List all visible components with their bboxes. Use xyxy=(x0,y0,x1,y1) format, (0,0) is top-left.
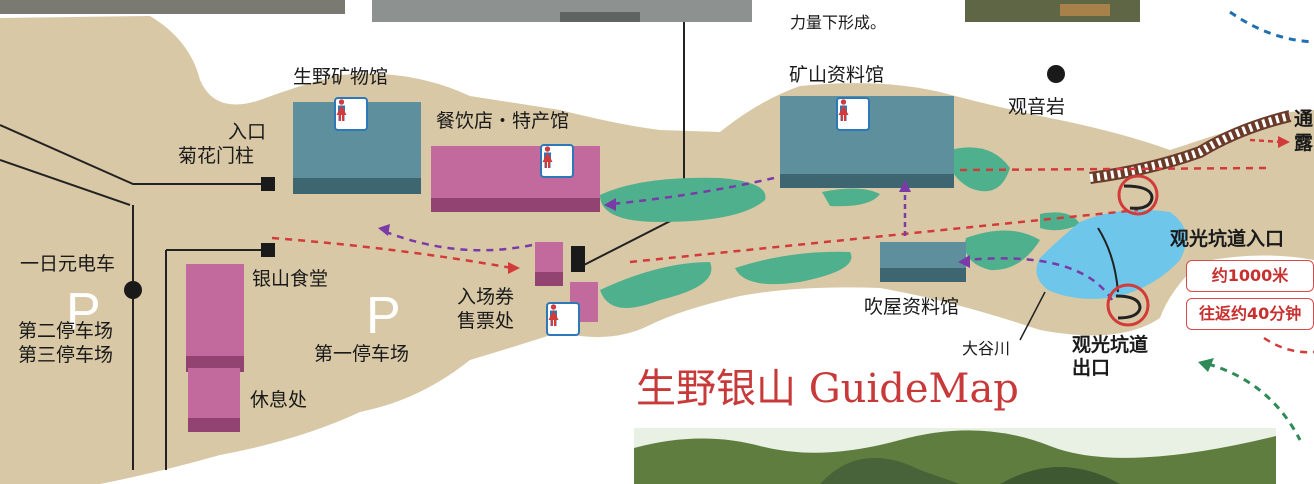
caption-fragment: 力量下形成。 xyxy=(790,13,887,32)
label-tunnel-exit-line1: 观光坑道 xyxy=(1072,334,1149,356)
toilet-icon xyxy=(334,97,368,131)
label-parking-2: 第二停车场 xyxy=(18,320,114,342)
ticket-gate-marker xyxy=(571,246,585,272)
silver-restaurant-marker xyxy=(261,243,275,257)
parking-symbol: P xyxy=(366,287,401,345)
label-silver-restaurant: 银山食堂 xyxy=(252,268,329,290)
label-ticket-office-line1: 入场券 xyxy=(457,286,515,308)
distance-badge: 约1000米 xyxy=(1186,260,1314,292)
label-otani-river: 大谷川 xyxy=(962,339,1011,358)
map-title: 生野银山 GuideMap xyxy=(636,366,1019,412)
label-mining-archive: 矿山资料馆 xyxy=(789,64,885,86)
photo-fragment-center xyxy=(372,0,752,22)
label-mineral-museum: 生野矿物馆 xyxy=(293,66,389,88)
restaurant-building xyxy=(431,146,600,212)
routes xyxy=(271,138,1283,301)
loop-marker-icon xyxy=(1117,174,1159,216)
rest-area-building xyxy=(188,368,240,432)
photo-fragment-right xyxy=(965,0,1140,22)
label-ticket-office-line2: 售票处 xyxy=(457,310,515,332)
photo-fragment-left xyxy=(0,0,345,14)
label-parking-1: 第一停车场 xyxy=(314,343,410,365)
label-one-yen-train: 一日元电车 xyxy=(20,253,116,275)
label-kannon-rock: 观音岩 xyxy=(1008,96,1066,118)
label-tunnel-entrance: 观光坑道入口 xyxy=(1170,228,1285,250)
label-restaurant: 餐饮店・特产馆 xyxy=(436,110,570,132)
label-edge-top: 通 xyxy=(1294,108,1314,130)
fukiya-archive-building xyxy=(880,242,966,282)
station-dot xyxy=(124,281,142,299)
kannon-rock-dot-icon xyxy=(1047,65,1065,83)
round-trip-badge: 往返约40分钟 xyxy=(1186,298,1314,330)
parking-building xyxy=(186,264,244,372)
label-parking-3: 第三停车场 xyxy=(18,344,114,366)
label-chrysanthemum-gate: 菊花门柱 xyxy=(178,145,255,167)
entrance-marker xyxy=(261,177,275,191)
ponds xyxy=(600,147,1080,308)
label-entrance: 入口 xyxy=(228,121,267,143)
label-fukiya-archive: 吹屋资料馆 xyxy=(864,296,960,318)
parking-symbol: P xyxy=(66,283,101,341)
toilet-icon xyxy=(546,302,580,336)
toilet-icon xyxy=(540,144,574,178)
label-rest-area: 休息处 xyxy=(250,389,308,411)
label-edge-bottom: 露 xyxy=(1294,132,1314,154)
toilet-icon xyxy=(836,97,870,131)
label-tunnel-exit-line2: 出口 xyxy=(1072,357,1111,379)
